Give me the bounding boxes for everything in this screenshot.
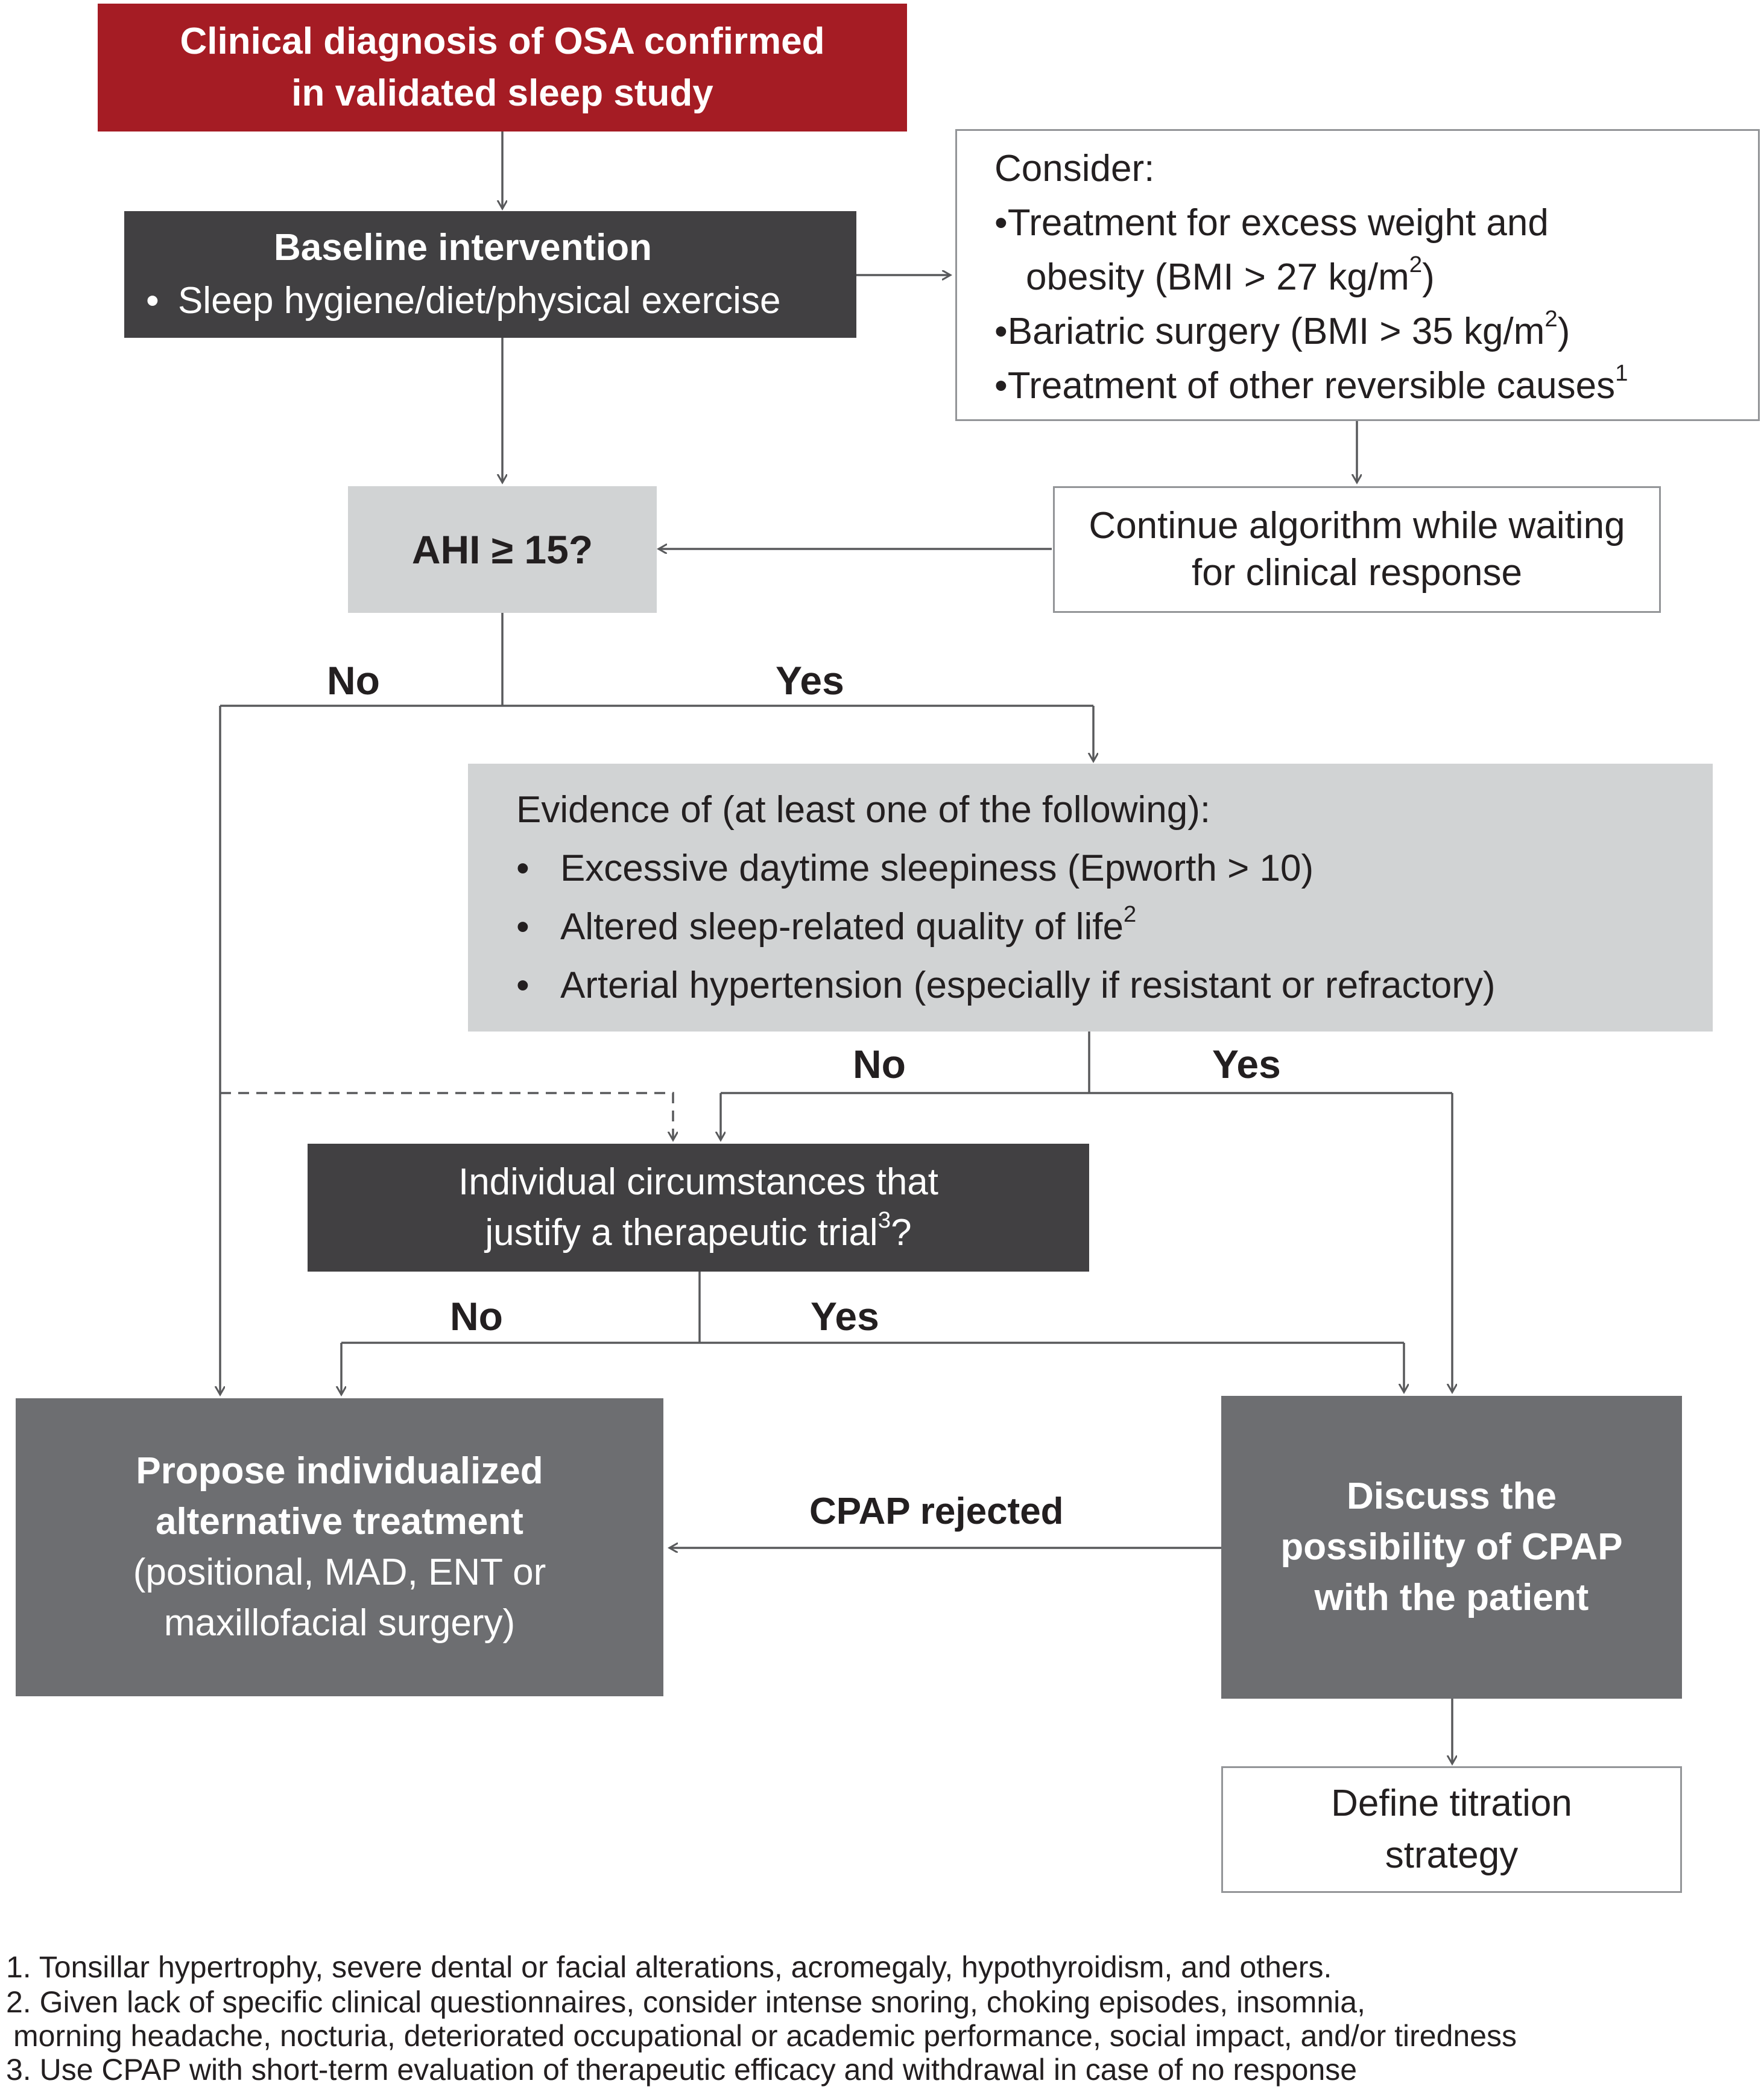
evidence-item1: • Excessive daytime sleepiness (Epworth … (516, 839, 1713, 898)
dashed-arrow-to-individual (220, 1092, 673, 1140)
continue-line2: for clinical response (1192, 552, 1522, 594)
node-baseline-intervention: Baseline intervention • Sleep hygiene/di… (124, 211, 856, 338)
superscript-1: 1 (1615, 360, 1628, 387)
footnote-3: 3. Use CPAP with short-term evaluation o… (6, 2053, 1358, 2087)
footnote-2-line1: 2. Given lack of specific clinical quest… (6, 1985, 1365, 2019)
label-evidence-no: No (853, 1042, 906, 1086)
individual-line2: justify a therapeutic trial3? (485, 1208, 911, 1258)
label-ahi-yes: Yes (776, 658, 844, 703)
superscript-3: 3 (877, 1207, 891, 1234)
node-osa-diagnosis: Clinical diagnosis of OSA confirmed in v… (98, 4, 907, 132)
consider-heading: Consider: (994, 148, 1155, 189)
cpap-line2: possibility of CPAP (1280, 1526, 1623, 1568)
titration-line2: strategy (1385, 1834, 1519, 1876)
cpap-line1: Discuss the (1346, 1475, 1557, 1517)
label-cpap-rejected: CPAP rejected (809, 1491, 1064, 1532)
baseline-item: • Sleep hygiene/diet/physical exercise (146, 274, 856, 328)
consider-item2-text: Bariatric surgery (BMI > 35 kg/m (1007, 311, 1545, 352)
evidence-item3: • Arterial hypertension (especially if r… (516, 956, 1713, 1015)
individual-line2-text: justify a therapeutic trial (485, 1212, 878, 1254)
consider-item1-line1: •Treatment for excess weight and (994, 196, 1758, 250)
consider-item1-line2-text: obesity (BMI > 27 kg/m (1026, 256, 1409, 298)
node-ahi-question: AHI ≥ 15? (348, 486, 657, 613)
baseline-title: Baseline intervention (274, 227, 653, 268)
consider-item1-line2: obesity (BMI > 27 kg/m2) (994, 250, 1758, 305)
node-titration-strategy: Define titration strategy (1221, 1766, 1682, 1893)
titration-line1: Define titration (1331, 1783, 1572, 1824)
cpap-line3: with the patient (1314, 1577, 1589, 1618)
label-individual-no: No (450, 1294, 503, 1339)
label-individual-yes: Yes (811, 1294, 879, 1339)
consider-item3: •Treatment of other reversible causes1 (994, 359, 1758, 413)
label-evidence-yes: Yes (1212, 1042, 1281, 1086)
bullet-icon: • (994, 311, 1008, 352)
node-evidence: Evidence of (at least one of the followi… (468, 764, 1713, 1032)
bullet-icon: • (516, 906, 530, 948)
bullet-icon: • (994, 365, 1008, 407)
evidence-item2-text: Altered sleep-related quality of life (560, 906, 1124, 948)
continue-line1: Continue algorithm while waiting (1089, 505, 1625, 547)
alternative-line3: (positional, MAD, ENT or (133, 1551, 546, 1593)
evidence-item2: • Altered sleep-related quality of life2 (516, 898, 1713, 956)
node-individual-circumstances: Individual circumstances that justify a … (308, 1144, 1089, 1272)
bullet-icon: • (994, 202, 1008, 244)
ahi-text: AHI ≥ 15? (411, 527, 593, 572)
evidence-item2-wrap: Altered sleep-related quality of life2 (560, 902, 1136, 948)
consider-item2: •Bariatric surgery (BMI > 35 kg/m2) (994, 305, 1758, 359)
alternative-line1: Propose individualized (136, 1450, 543, 1492)
individual-question-mark: ? (891, 1212, 912, 1254)
bullet-icon: • (146, 280, 159, 322)
evidence-item3-text: Arterial hypertension (especially if res… (560, 965, 1496, 1006)
footnote-1: 1. Tonsillar hypertrophy, severe dental … (6, 1950, 1332, 1984)
node-discuss-cpap: Discuss the possibility of CPAP with the… (1221, 1396, 1682, 1699)
superscript-2: 2 (1123, 901, 1137, 928)
alternative-line4: maxillofacial surgery) (163, 1602, 516, 1644)
bullet-icon: • (516, 965, 530, 1006)
consider-item2-close: ) (1557, 311, 1570, 352)
consider-item1-close: ) (1422, 256, 1435, 298)
baseline-item-text: Sleep hygiene/diet/physical exercise (177, 280, 781, 322)
alternative-line2: alternative treatment (156, 1501, 523, 1542)
evidence-heading: Evidence of (at least one of the followi… (516, 789, 1211, 831)
superscript-2: 2 (1409, 252, 1423, 278)
node-continue-algorithm: Continue algorithm while waiting for cli… (1053, 486, 1661, 613)
superscript-2: 2 (1544, 306, 1558, 332)
bullet-icon: • (516, 848, 530, 889)
label-ahi-no: No (327, 658, 380, 703)
node-consider: Consider: •Treatment for excess weight a… (955, 129, 1760, 421)
consider-item1-text: Treatment for excess weight and (1007, 202, 1549, 244)
consider-item3-text: Treatment of other reversible causes (1007, 365, 1616, 407)
node-alternative-treatment: Propose individualized alternative treat… (16, 1398, 663, 1696)
individual-line1: Individual circumstances that (458, 1161, 939, 1203)
diagnosis-line2: in validated sleep study (291, 72, 713, 114)
footnote-2-line2: morning headache, nocturia, deteriorated… (13, 2019, 1517, 2053)
diagnosis-line1: Clinical diagnosis of OSA confirmed (180, 21, 825, 62)
evidence-item1-text: Excessive daytime sleepiness (Epworth > … (560, 848, 1314, 889)
